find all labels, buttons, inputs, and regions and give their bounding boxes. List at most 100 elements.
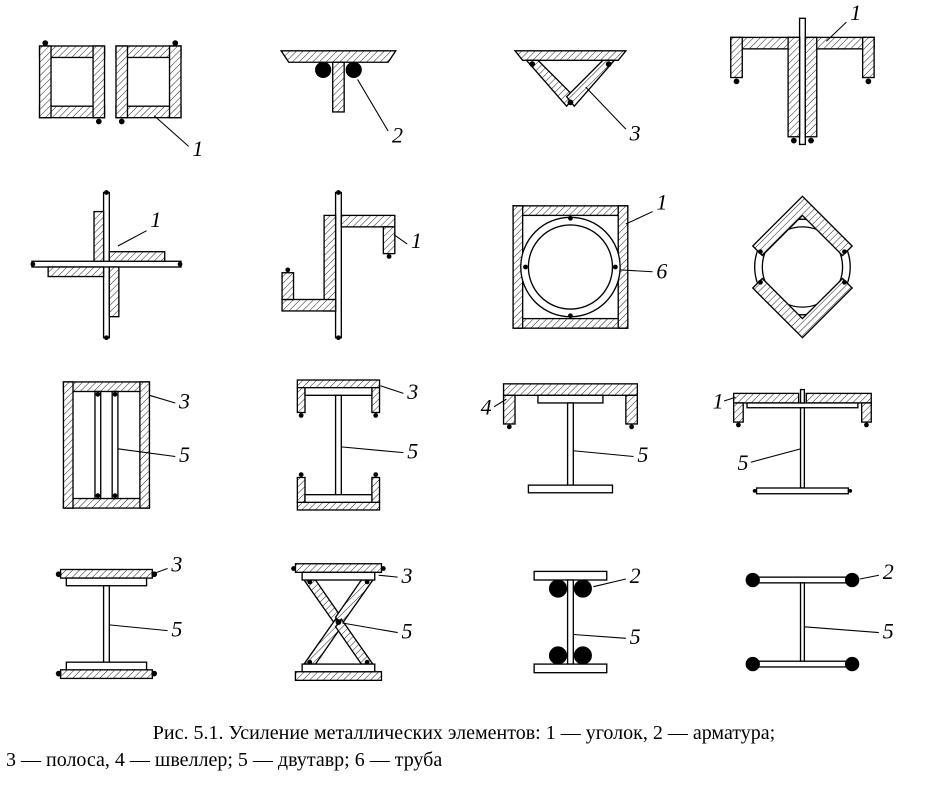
section-cell-r2c4: [696, 178, 928, 356]
figure-label: 5: [407, 438, 418, 463]
ibeam-section: [533, 570, 608, 674]
rebar-rods: [315, 61, 362, 79]
reinforcement-angles: [732, 392, 872, 423]
section-ibeam-with-rebar-at-flange-tips: 2 5: [745, 559, 894, 672]
section-ibeam-with-flange-strips: 3 5: [55, 551, 182, 680]
figure-label: 3: [170, 551, 182, 576]
figure-labels: 1: [117, 207, 161, 247]
section-cell-r3c4: 1 5: [696, 356, 928, 534]
figure-labels: 3 5: [109, 551, 182, 641]
section-cell-r2c1: 1: [0, 178, 232, 356]
figure-labels: 3 5: [342, 563, 413, 643]
figure-label: 1: [850, 3, 861, 25]
figure-label: 1: [411, 228, 422, 253]
section-tube-with-angle-caps: [751, 195, 854, 339]
weld-dots: [529, 61, 612, 106]
figure-label: 4: [481, 394, 492, 419]
section-cell-r4c2: 3 5: [232, 534, 464, 712]
section-cell-r2c2: 1: [232, 178, 464, 356]
ibeam-section: [755, 576, 849, 668]
section-cell-r4c3: 2 5: [464, 534, 696, 712]
reinforcement-angles: [751, 195, 854, 339]
weld-dots: [291, 566, 386, 665]
section-cell-r1c3: 3: [464, 0, 696, 178]
figure-label: 6: [656, 258, 667, 283]
section-cell-r2c3: 1 6: [464, 178, 696, 356]
figure-labels: 3 5: [117, 389, 190, 467]
figure-label: 5: [637, 442, 648, 467]
reinforcement-angles: [38, 45, 182, 119]
tee-section: [513, 50, 628, 108]
figure-label: 3: [178, 389, 190, 414]
web-plate: [334, 191, 342, 339]
caption-line-1: Рис. 5.1. Усиление металлических элемент…: [152, 722, 776, 744]
caption-line-2: 3 — полоса, 4 — швеллер; 5 — двутавр; 6 …: [6, 749, 443, 771]
figure-labels: 1 5: [713, 389, 801, 475]
figure-labels: 1 6: [620, 190, 667, 283]
figure-label: 5: [737, 450, 748, 475]
figure-labels: 1: [393, 228, 422, 253]
figure-label: 3: [401, 563, 413, 588]
tube-section: [753, 218, 851, 316]
section-cell-r1c2: 2: [232, 0, 464, 178]
rebar-rods: [548, 579, 592, 665]
section-ibeam-with-diagonal-strips: 3 5: [291, 563, 413, 682]
section-cell-r3c3: 4 5: [464, 356, 696, 534]
figure-label: 1: [713, 389, 724, 414]
weld-dots: [506, 424, 634, 430]
reinforcement-angles: [47, 210, 166, 318]
weld-dots: [736, 422, 869, 493]
section-ibeam-with-channel-cap: 4 5: [481, 383, 649, 494]
ibeam-section: [527, 394, 614, 494]
figure-label: 5: [402, 618, 413, 643]
figure-labels: 1: [825, 3, 861, 42]
reinforcement-z-strip: [281, 214, 396, 312]
figure-labels: 2: [357, 79, 403, 148]
figure-labels: 2 5: [573, 563, 641, 649]
section-cruciform-plates: 1: [30, 190, 183, 341]
section-cell-r3c2: 3 5: [232, 356, 464, 534]
section-tee-from-angles: 1: [730, 3, 875, 146]
section-cell-r3c1: 3 5: [0, 356, 232, 534]
figure-label: 1: [656, 190, 667, 215]
weld-dots: [285, 190, 392, 341]
ibeam-section: [304, 386, 373, 504]
tube-section: [520, 216, 621, 318]
ibeam-section: [746, 388, 859, 495]
figure-label: 5: [630, 624, 641, 649]
weld-dots: [42, 40, 179, 125]
section-strip-box-with-plates: 3 5: [62, 381, 190, 509]
reinforcement-angles: [730, 36, 875, 138]
figure-label: 1: [150, 207, 161, 232]
weld-dots: [30, 190, 183, 341]
weld-dots: [758, 249, 847, 285]
weld-dots: [95, 391, 118, 499]
section-cell-r1c4: 1: [696, 0, 928, 178]
figure-label: 5: [179, 442, 190, 467]
figure-labels: 2 5: [804, 559, 894, 643]
section-tube-in-angle-box: 1 6: [512, 190, 667, 329]
figure-label: 2: [392, 123, 403, 148]
rebar-rods: [745, 572, 860, 672]
section-ibeam-with-angle-cap: 1 5: [713, 388, 872, 495]
section-cell-r4c1: 3 5: [0, 534, 232, 712]
figure-label: 2: [630, 563, 641, 588]
figure-label: 1: [192, 136, 203, 161]
section-tee-with-inclined-strips: 3: [513, 50, 641, 146]
tee-section: [279, 50, 398, 113]
section-cell-r1c1: 1: [0, 0, 232, 178]
web-plate: [798, 17, 806, 146]
ibeam-section: [301, 571, 376, 673]
section-ibeam-with-strip-caps: 3 5: [296, 379, 418, 511]
figure-label: 5: [171, 616, 182, 641]
section-paired-angle-rings: 1: [38, 40, 203, 161]
figure-label: 3: [629, 121, 641, 146]
beam-plates: [94, 390, 119, 500]
section-ibeam-with-rebar-at-web: 2 5: [533, 563, 641, 674]
figure-labels: 4 5: [481, 394, 649, 467]
figure-caption: Рис. 5.1. Усиление металлических элемент…: [0, 720, 928, 774]
figure-label: 3: [406, 379, 418, 404]
section-tee-with-rebar: 2: [279, 50, 403, 148]
weld-dots: [298, 412, 379, 478]
strip-box: [62, 381, 151, 509]
